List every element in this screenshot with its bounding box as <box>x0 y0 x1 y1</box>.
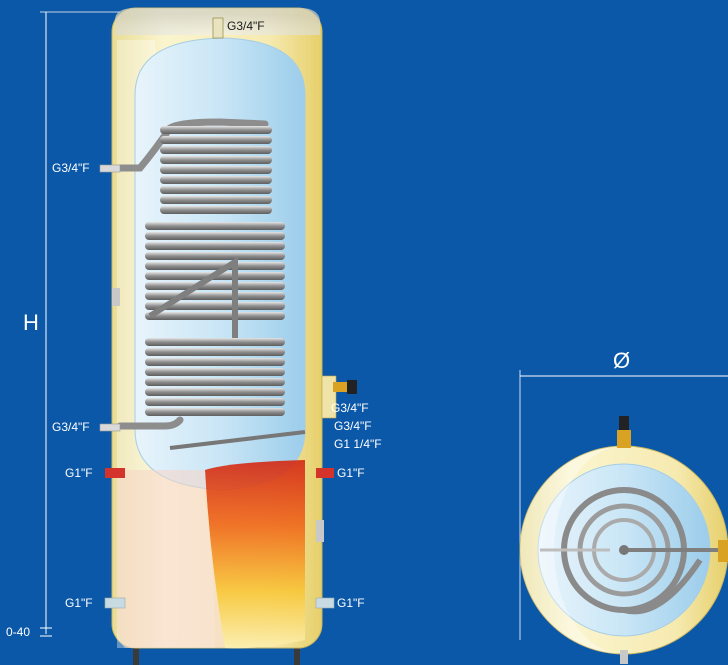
left-hot-pipe <box>105 468 125 478</box>
heat-zone-cutaway <box>117 470 225 648</box>
right-flange <box>321 375 337 419</box>
right-valve-cap <box>347 380 357 394</box>
left-bottom-label: G1"F <box>65 596 93 610</box>
left-lower-label: G3/4"F <box>52 420 90 434</box>
heating-rod <box>169 430 306 450</box>
top-outlet-pipe <box>212 17 224 39</box>
left-upper-pipe <box>99 164 121 173</box>
top-outlet-label: G3/4"F <box>227 19 265 33</box>
right-side-label-2: G3/4"F <box>334 419 372 433</box>
diameter-label: Ø <box>613 348 630 373</box>
right-side-label-1: G3/4"F <box>331 401 369 415</box>
left-hot-label: G1"F <box>65 466 93 480</box>
left-bottom-pipe <box>104 597 126 609</box>
right-bottom-label: G1"F <box>337 596 365 610</box>
left-lower-pipe <box>99 423 121 432</box>
left-bracket <box>112 288 120 306</box>
lower-coil <box>116 222 285 430</box>
right-bottom-pipe <box>315 597 335 609</box>
foot-label: 0-40 <box>6 625 30 639</box>
right-hot-label: G1"F <box>337 466 365 480</box>
left-upper-label: G3/4"F <box>52 161 90 175</box>
right-hot-pipe <box>316 468 334 478</box>
plan-view <box>519 416 728 664</box>
upper-coil <box>116 118 272 214</box>
right-valve <box>333 382 347 392</box>
height-label: H <box>23 310 39 335</box>
right-side-label-3: G1 1/4"F <box>334 437 382 451</box>
heat-zone <box>205 460 305 649</box>
right-bracket <box>316 520 324 542</box>
